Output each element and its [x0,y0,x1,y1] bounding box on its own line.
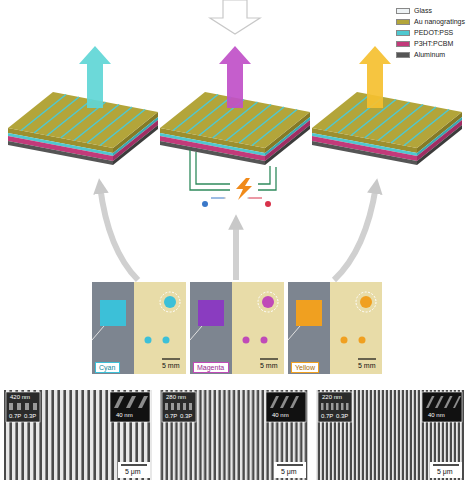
lightning-bolt [236,178,252,200]
legend-swatch [396,19,410,25]
scale-bar-label: 5 mm [357,362,377,369]
circuit-wires [190,150,276,190]
legend-swatch [396,30,410,36]
color-name: Cyan [99,364,116,371]
hole-dot [202,201,208,207]
incident-light-arrow [210,0,260,34]
sample-arrow [233,222,239,280]
thickness-dimension: 40 nm [115,412,134,418]
legend-swatch [396,8,410,14]
scale-bar-label: 5 mm [161,362,181,369]
period-dimension: 280 nm [165,394,187,400]
sample-arrow [334,186,376,280]
fill-fraction: 0.7P [320,413,334,419]
scale-bar-label: 5 μm [436,468,454,475]
yellow-reflection-arrow [359,46,391,108]
color-label-box: Yellow [291,362,319,373]
color-name: Magenta [197,364,225,371]
sem-image [316,390,464,480]
fill-fraction: 0.3P [335,413,349,419]
period-dimension: 220 nm [321,394,343,400]
scale-bar-label: 5 μm [280,468,298,475]
fill-fraction: 0.3P [23,413,37,419]
legend-swatch [396,41,410,47]
sem-image [160,390,308,480]
fill-fraction: 0.3P [179,413,193,419]
magenta-sample-photo [190,282,284,374]
fill-fraction: 0.7P [8,413,22,419]
magenta-reflection-arrow [219,46,251,108]
legend-text: P3HT:PCBM [414,40,453,47]
period-dimension: 420 nm [9,394,31,400]
cyan-sample-photo [92,282,186,374]
thickness-dimension: 40 nm [427,412,446,418]
legend-text: PEDOT:PSS [414,29,453,36]
scale-bar-label: 5 mm [259,362,279,369]
scale-bar-label: 5 μm [124,468,142,475]
cyan-reflection-arrow [79,46,111,108]
device-slab [312,92,462,165]
sample-arrow [100,186,138,280]
device-slab [8,92,158,165]
color-name: Yellow [295,364,315,371]
color-label-box: Cyan [95,362,120,373]
legend-text: Au nanogratings [414,18,465,25]
electron-dot [265,201,271,207]
legend-text: Glass [414,7,432,14]
legend-text: Aluminum [414,51,445,58]
hole-arrow [211,198,225,199]
sem-image [4,390,152,480]
legend-swatch [396,52,410,58]
color-label-box: Magenta [193,362,229,373]
thickness-dimension: 40 nm [271,412,290,418]
electron-arrow [248,198,262,199]
yellow-sample-photo [288,282,382,374]
fill-fraction: 0.7P [164,413,178,419]
